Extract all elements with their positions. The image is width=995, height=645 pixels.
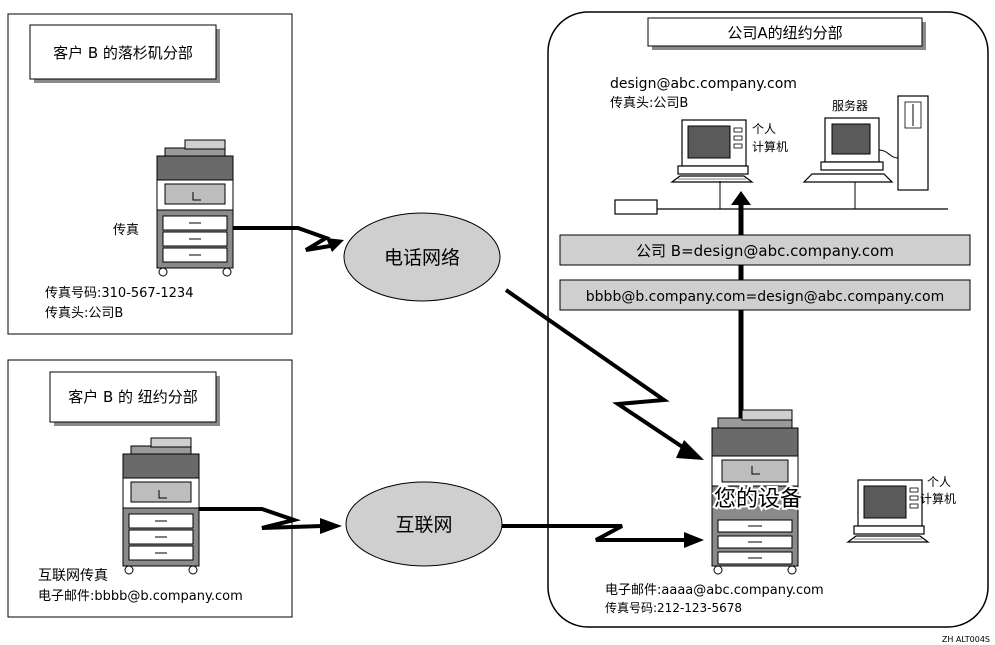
internet-node: 互联网 bbox=[345, 481, 503, 567]
pc2-label-line2: 计算机 bbox=[920, 491, 956, 506]
ny-client-title: 客户 B 的 纽约分部 bbox=[68, 388, 198, 406]
your-device-icon bbox=[711, 409, 799, 575]
figure-code: ZH ALT004S bbox=[942, 635, 990, 644]
mapping-box-2 bbox=[559, 279, 971, 311]
mapping-box-1 bbox=[559, 234, 971, 266]
company-a-title: 公司A的纽约分部 bbox=[727, 24, 842, 42]
internet-fax-machine-icon bbox=[122, 437, 200, 575]
la-office-title: 客户 B 的落杉矶分部 bbox=[53, 44, 193, 62]
device-fax: 传真号码:212-123-5678 bbox=[605, 600, 742, 615]
phone-network-label: 电话网络 bbox=[384, 247, 460, 269]
ny-client-panel: 客户 B 的 纽约分部 互联网传真 电子邮件:bbbb@b.company.co… bbox=[7, 359, 293, 618]
ny-client-email: 电子邮件:bbbb@b.company.com bbox=[38, 589, 243, 604]
la-fax-header: 传真头:公司B bbox=[45, 306, 123, 321]
pc2-label-line1: 个人 bbox=[927, 475, 951, 489]
la-fax-machine-icon bbox=[156, 139, 234, 277]
internet-to-device-link bbox=[502, 524, 686, 542]
internet-label: 互联网 bbox=[395, 514, 452, 536]
pc-label-line2: 计算机 bbox=[752, 139, 788, 154]
mapping-2: bbbb@b.company.com=design@abc.company.co… bbox=[586, 289, 944, 305]
la-fax-number: 传真号码:310-567-1234 bbox=[45, 286, 193, 301]
forward-arrow-head bbox=[731, 191, 751, 205]
pc-label-line1: 个人 bbox=[752, 122, 776, 136]
server-icon bbox=[802, 95, 929, 191]
personal-computer-icon bbox=[671, 119, 753, 183]
your-device-label: 您的设备 bbox=[714, 487, 802, 512]
la-device-label: 传真 bbox=[113, 223, 139, 238]
client-to-internet-link bbox=[199, 507, 323, 530]
server-label: 服务器 bbox=[832, 98, 868, 113]
phone-network-node: 电话网络 bbox=[343, 212, 501, 302]
la-office-panel: 客户 B 的落杉矶分部 传真 传真号码:310-567-1234 传真头:公司B bbox=[7, 13, 293, 335]
hub-icon bbox=[614, 199, 658, 215]
ny-client-device-label: 互联网传真 bbox=[38, 568, 108, 584]
device-email: 电子邮件:aaaa@abc.company.com bbox=[605, 583, 824, 598]
phone-to-device-link bbox=[504, 288, 692, 454]
mapping-1: 公司 B=design@abc.company.com bbox=[636, 242, 894, 260]
pc-email: design@abc.company.com bbox=[610, 76, 797, 92]
company-a-panel: 公司A的纽约分部 design@abc.company.com 传真头:公司B … bbox=[547, 11, 989, 628]
pc-fax-header: 传真头:公司B bbox=[610, 96, 688, 111]
personal-computer-2-icon bbox=[847, 479, 929, 543]
